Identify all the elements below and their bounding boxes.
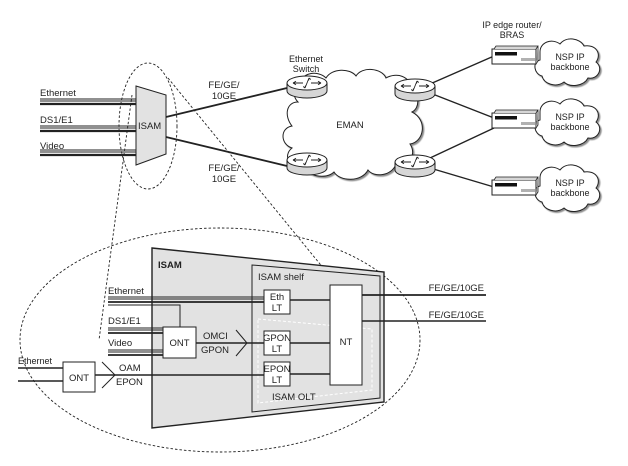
ethernet-switch-top-left: [286, 75, 328, 99]
router-bottom-right: [394, 154, 436, 178]
inner-input-ds1e1: DS1/E1: [108, 316, 141, 327]
gpon-lt-label-2: LT: [272, 344, 283, 355]
backbone-3-label-1: NSP IP: [555, 178, 584, 188]
inner-ont-label: ONT: [169, 338, 189, 349]
bras-label-1: IP edge router/: [482, 20, 542, 30]
backbone-2-label-2: backbone: [550, 122, 589, 132]
zoom-line-left: [98, 94, 133, 341]
isam-label: ISAM: [138, 121, 161, 132]
top-input-video: Video: [40, 141, 64, 152]
bras-label-2: BRAS: [500, 30, 525, 40]
nt-card: [329, 284, 363, 386]
switch-label-2: Switch: [293, 64, 320, 74]
eth-lt-label-2: LT: [272, 303, 283, 314]
isam-chassis-title: ISAM: [158, 260, 182, 271]
inner-ds1-line: [108, 327, 163, 331]
inner-ethernet-branch: [108, 304, 181, 327]
nt-uplink-2-label: FE/GE/10GE: [429, 310, 484, 321]
epon-link-label-1: OAM: [119, 363, 141, 374]
epon-split-icon: [101, 361, 116, 389]
backbone-1-label-2: backbone: [550, 62, 589, 72]
isam-node: [135, 85, 167, 166]
eth-lt-label-1: Eth: [270, 292, 284, 303]
lt-to-nt-links: [290, 299, 330, 375]
isam-shelf-title: ISAM shelf: [258, 272, 304, 283]
isam-olt-title: ISAM OLT: [272, 392, 316, 403]
backbone-2-label-1: NSP IP: [555, 112, 584, 122]
uplink-top-label-1: FE/GE/: [208, 80, 240, 91]
nt-label: NT: [340, 337, 353, 348]
isam-shelf: [251, 264, 381, 413]
gpon-split-icon: [235, 329, 248, 357]
bras-device-3: [491, 176, 539, 196]
backbone-cloud-1: [534, 38, 601, 86]
router-top-right: [394, 78, 436, 102]
gpon-lt-label-1: GPON: [263, 333, 291, 344]
bras-links: [429, 55, 495, 188]
uplink-top-label-2: 10GE: [212, 91, 236, 102]
ethernet-switch-bottom-left: [286, 152, 328, 176]
gpon-link-label-2: GPON: [201, 345, 229, 356]
eman-label: EMAN: [336, 120, 364, 131]
inner-input-video: Video: [108, 338, 132, 349]
outer-ethernet-lines: [18, 367, 63, 382]
inner-video-line: [108, 349, 163, 353]
epon-lt-label-1: EPON: [264, 364, 291, 375]
gpon-link-label-1: OMCI: [203, 331, 228, 342]
top-input-lines: [40, 98, 136, 157]
backbone-cloud-2: [534, 98, 601, 146]
nt-uplink-1-label: FE/GE/10GE: [429, 283, 484, 294]
bras-device-2: [491, 109, 539, 129]
outer-input-ethernet: Ethernet: [18, 356, 53, 366]
eth-lt-card: [263, 289, 291, 315]
top-network: Ethernet DS1/E1 Video ISAM FE/GE/ 10GE F…: [40, 20, 601, 341]
top-input-ds1e1: DS1/E1: [40, 115, 73, 126]
uplink-bottom: [165, 136, 288, 167]
inner-ethernet-line: [108, 296, 264, 300]
top-input-ethernet: Ethernet: [40, 88, 76, 99]
zoom-ellipse: [118, 62, 178, 190]
outer-ont: [62, 361, 96, 393]
uplink-bottom-label-1: FE/GE/: [208, 163, 240, 174]
detail-zoom-ellipse: [19, 227, 421, 453]
backbone-cloud-3: [534, 164, 601, 212]
epon-lt-card: [263, 361, 291, 387]
gpon-lt-card: [263, 330, 291, 356]
isam-detail: ISAM ISAM shelf ISAM OLT Eth LT GPON LT …: [18, 227, 486, 453]
switch-label-1: Ethernet: [289, 54, 324, 64]
epon-lt-label-2: LT: [272, 375, 283, 386]
bras-device-1: [491, 45, 539, 65]
uplink-top: [165, 87, 288, 118]
inner-input-ethernet: Ethernet: [108, 286, 144, 297]
outer-ont-label: ONT: [69, 373, 89, 384]
uplink-bottom-label-2: 10GE: [212, 174, 236, 185]
backbone-3-label-2: backbone: [550, 188, 589, 198]
epon-link-label-2: EPON: [116, 377, 143, 388]
backbone-1-label-1: NSP IP: [555, 52, 584, 62]
